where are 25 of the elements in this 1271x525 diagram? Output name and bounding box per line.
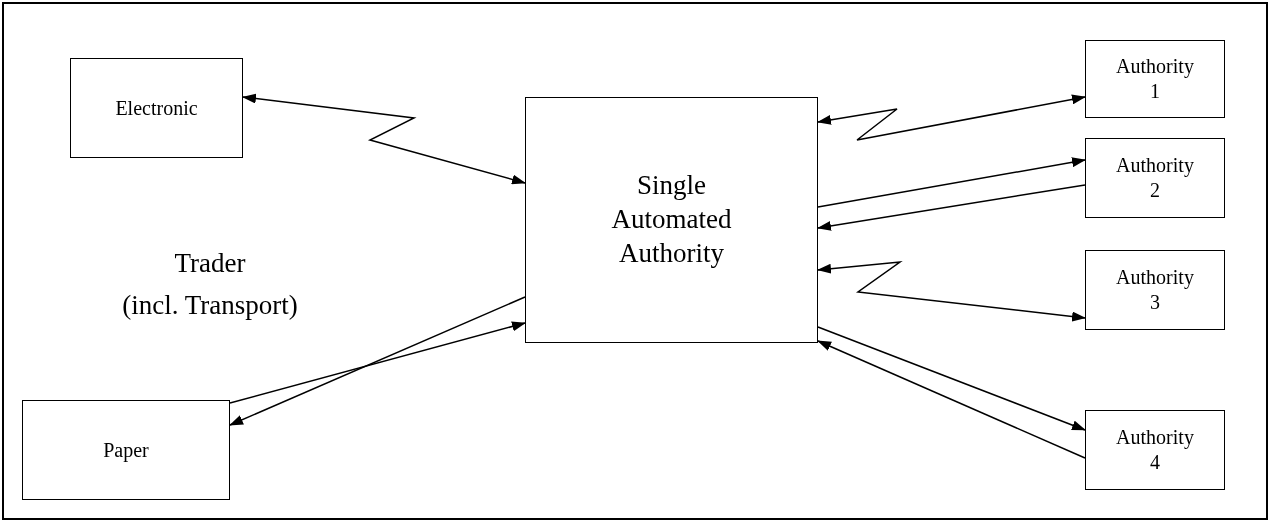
arrow <box>817 326 1086 431</box>
arrow <box>817 184 1086 231</box>
process-box <box>1085 138 1225 218</box>
arrow <box>817 94 1086 141</box>
arrow <box>817 261 1086 322</box>
arrow <box>229 321 526 404</box>
process-box <box>22 400 230 500</box>
box-label: Authority 4 <box>1115 425 1195 475</box>
group-label: (incl. Transport) <box>121 289 299 322</box>
box-label: Electronic <box>114 95 199 121</box>
box-label: Authority 3 <box>1115 265 1195 315</box>
box-label: Authority 2 <box>1115 153 1195 203</box>
process-box <box>1085 250 1225 330</box>
process-box <box>70 58 243 158</box>
process-box <box>1085 40 1225 118</box>
arrow <box>242 93 526 185</box>
group-label: Trader <box>173 247 247 280</box>
process-box <box>1085 410 1225 490</box>
box-label: Single Automated Authority <box>610 169 733 270</box>
process-box <box>525 97 818 343</box>
arrow <box>229 296 526 426</box>
arrow <box>817 340 1086 459</box>
arrow <box>817 157 1086 208</box>
box-label: Authority 1 <box>1115 54 1195 104</box>
box-label: Paper <box>102 437 150 463</box>
